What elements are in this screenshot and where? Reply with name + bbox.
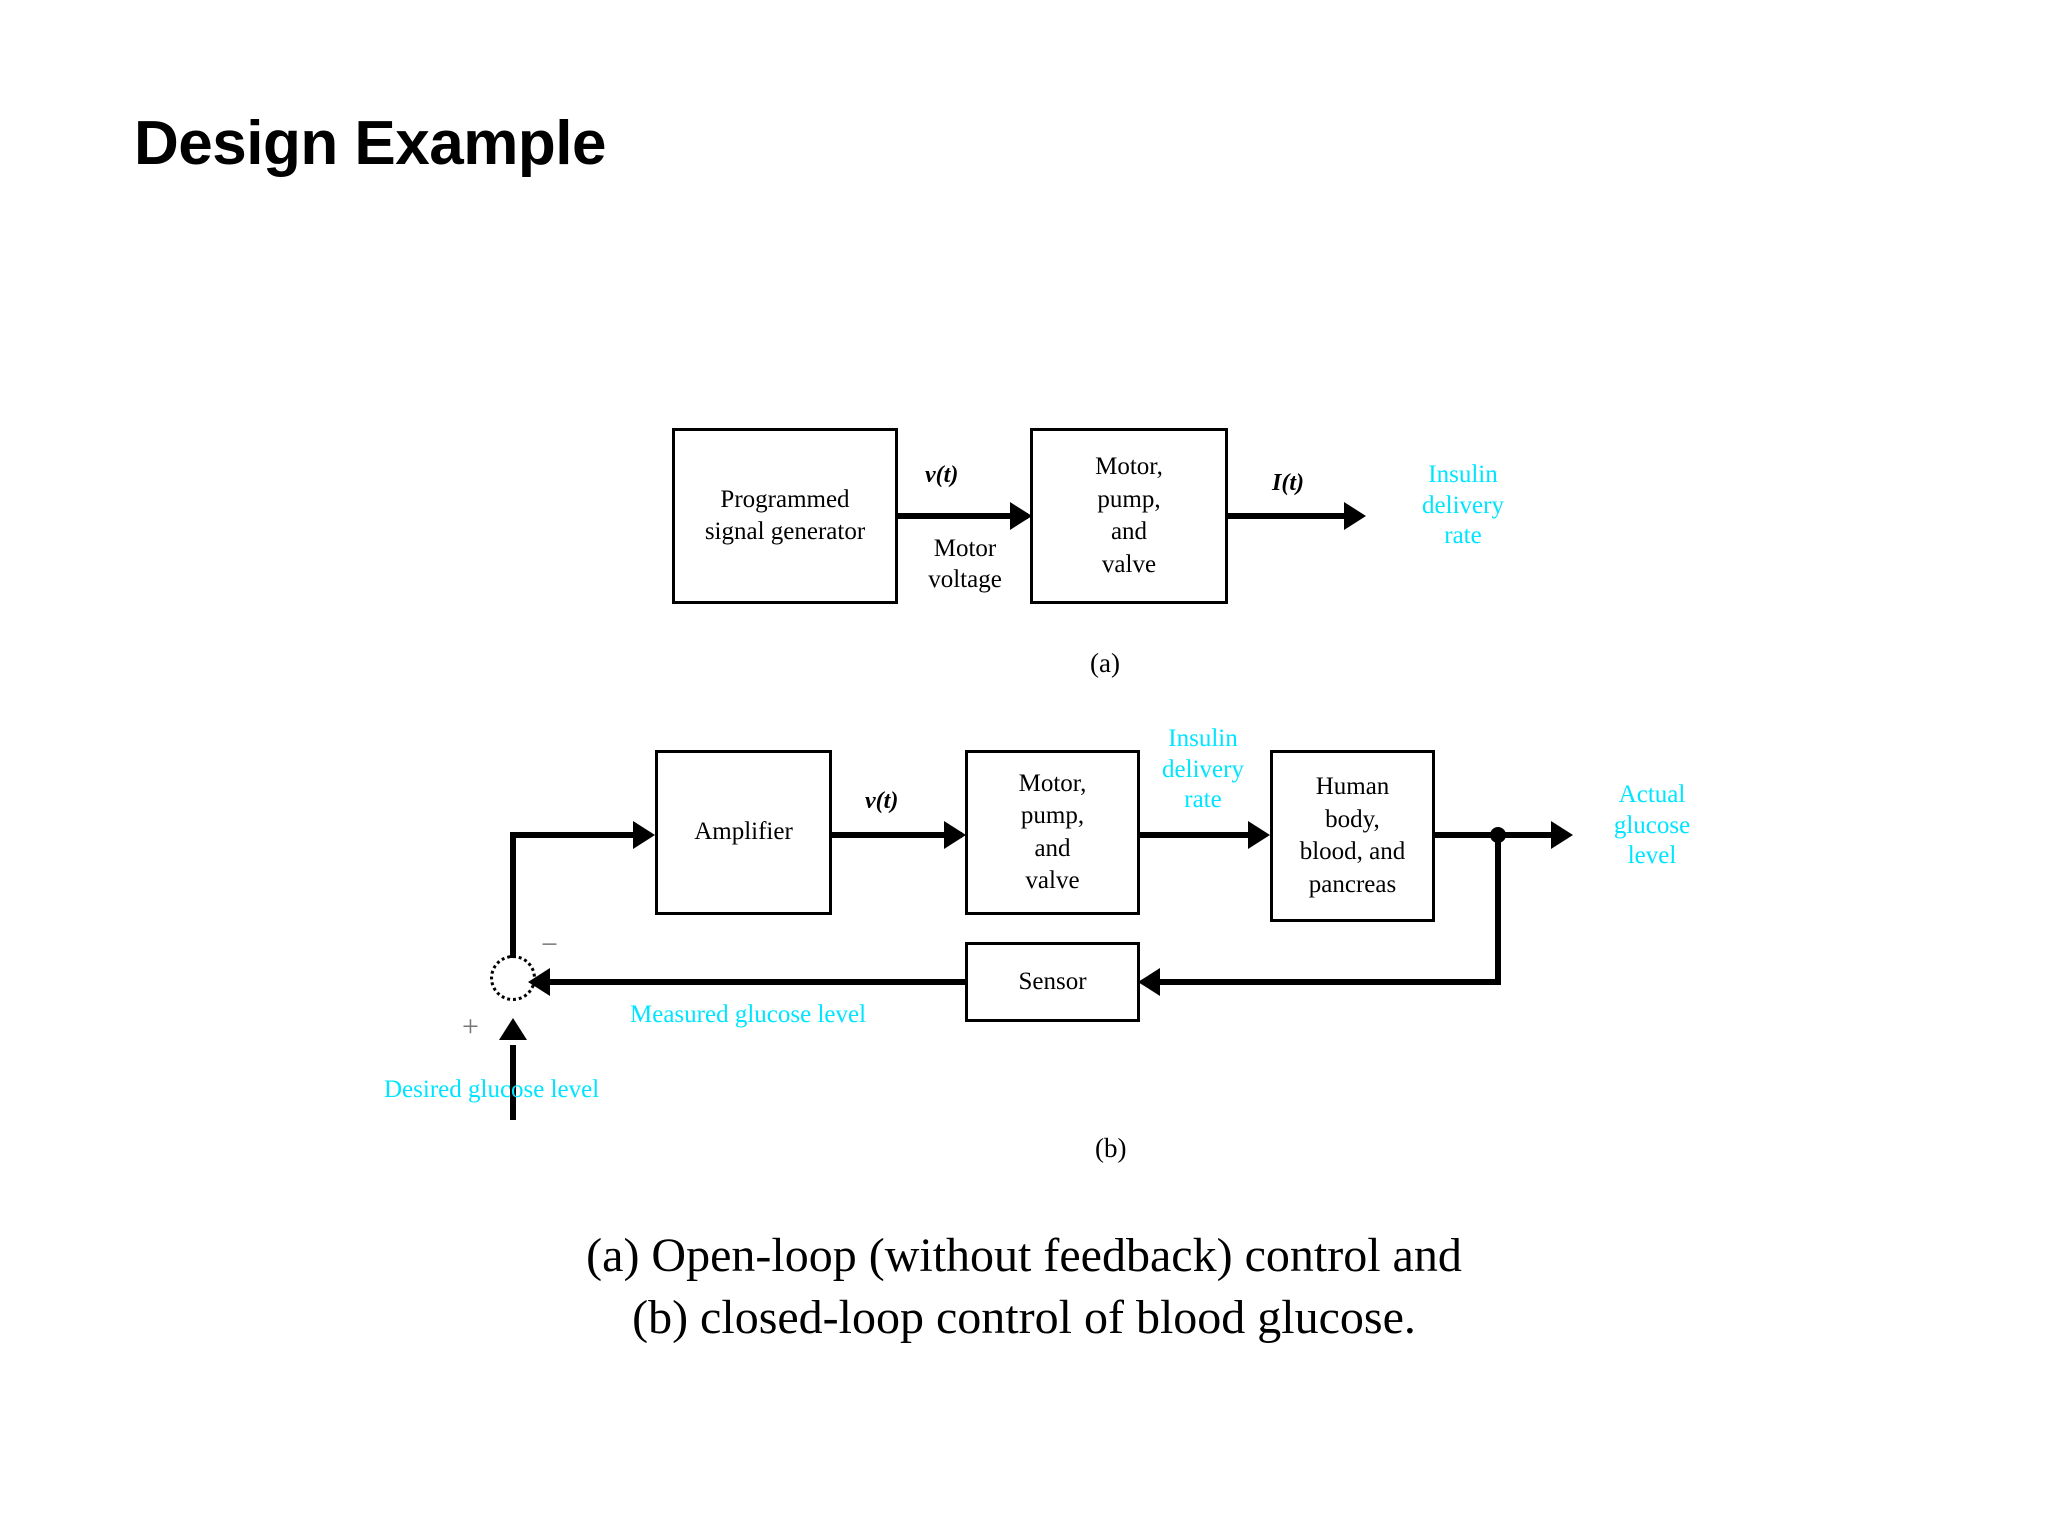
arrowhead-left-icon <box>1138 968 1160 996</box>
annotation-line: delivery <box>1162 755 1244 783</box>
connector-sensor-to-summing-junction <box>535 979 965 985</box>
connector-psg-to-motor <box>898 513 1028 519</box>
arrowhead-right-icon <box>944 821 966 849</box>
annotation-line: level <box>1627 842 1677 869</box>
arrowhead-right-icon <box>633 821 655 849</box>
connector-feedback-to-sensor <box>1160 979 1501 985</box>
block-amplifier: Amplifier <box>655 750 832 915</box>
block-line: pump, <box>1020 802 1085 829</box>
block-line: Programmed <box>720 485 850 513</box>
annotation-actual-glucose-level: Actual glucose level <box>1572 780 1732 872</box>
annotation-insulin-delivery-rate-closed-loop: Insulin delivery rate <box>1142 724 1264 816</box>
signal-label-v-of-t-closed-loop: v(t) <box>865 788 899 814</box>
summing-junction-plus-sign: + <box>462 1010 479 1043</box>
connector-node-to-amplifier-vertical <box>510 832 516 958</box>
figure-caption: (a) Open-loop (without feedback) control… <box>0 1225 2048 1350</box>
block-line: signal generator <box>704 518 866 545</box>
page-title: Design Example <box>134 109 606 178</box>
caption-line-2: (b) closed-loop control of blood glucose… <box>632 1291 1416 1345</box>
caption-line-1: (a) Open-loop (without feedback) control… <box>586 1229 1462 1282</box>
connector-amplifier-to-motor <box>832 832 962 838</box>
sublabel-a: (a) <box>1090 648 1120 678</box>
annotation-insulin-delivery-rate-open-loop: Insulin delivery rate <box>1368 460 1558 552</box>
annotation-line: Desired glucose level <box>384 1076 600 1103</box>
connector-desired-input <box>510 1045 516 1120</box>
block-sensor: Sensor <box>965 942 1140 1022</box>
block-motor-pump-valve-closed-loop: Motor, pump, and valve <box>965 750 1140 915</box>
arrowhead-up-icon <box>499 1018 527 1040</box>
block-programmed-signal-generator: Programmed signal generator <box>672 428 898 604</box>
block-line: valve <box>1025 867 1080 894</box>
block-line: pancreas <box>1308 870 1397 898</box>
annotation-line: Actual <box>1618 781 1686 808</box>
signal-label-i-of-t: I(t) <box>1272 470 1304 496</box>
block-line: Human <box>1315 773 1390 800</box>
signal-label-line: voltage <box>928 566 1002 594</box>
annotation-line: glucose <box>1613 811 1691 839</box>
annotation-line: rate <box>1444 522 1482 549</box>
block-line: body, <box>1325 805 1380 833</box>
connector-motor-to-body <box>1140 832 1265 838</box>
block-line: Motor, <box>1095 453 1163 480</box>
block-line: blood, and <box>1299 838 1406 865</box>
annotation-desired-glucose-level: Desired glucose level <box>384 1075 599 1106</box>
annotation-line: Insulin <box>1428 461 1498 488</box>
block-line: and <box>1110 518 1148 545</box>
arrowhead-right-icon <box>1010 502 1032 530</box>
arrowhead-left-icon <box>528 968 550 996</box>
connector-motor-to-output <box>1228 513 1358 519</box>
block-motor-pump-valve-open-loop: Motor, pump, and valve <box>1030 428 1228 604</box>
annotation-line: Insulin <box>1168 725 1238 752</box>
arrowhead-right-icon <box>1248 821 1270 849</box>
block-line: Amplifier <box>694 818 793 846</box>
block-line: Motor, <box>1018 769 1087 797</box>
sublabel-b: (b) <box>1095 1133 1127 1163</box>
connector-node-to-amplifier-horizontal <box>510 832 650 838</box>
signal-label-motor-voltage: Motor voltage <box>905 533 1025 596</box>
annotation-line: delivery <box>1422 491 1504 519</box>
block-human-body: Human body, blood, and pancreas <box>1270 750 1435 922</box>
block-line: valve <box>1101 550 1157 578</box>
arrowhead-right-icon <box>1551 821 1573 849</box>
arrowhead-right-icon <box>1344 502 1366 530</box>
annotation-line: rate <box>1184 786 1222 813</box>
annotation-line: Measured glucose level <box>630 1001 867 1028</box>
signal-label-v-of-t: v(t) <box>925 462 959 488</box>
annotation-measured-glucose-level: Measured glucose level <box>630 1000 866 1031</box>
block-line: pump, <box>1097 485 1161 513</box>
signal-label-line: Motor <box>933 535 997 562</box>
block-line: and <box>1034 834 1071 862</box>
block-line: Sensor <box>1018 967 1087 995</box>
summing-junction-minus-sign: − <box>541 928 558 961</box>
connector-feedback-vertical <box>1495 832 1501 985</box>
